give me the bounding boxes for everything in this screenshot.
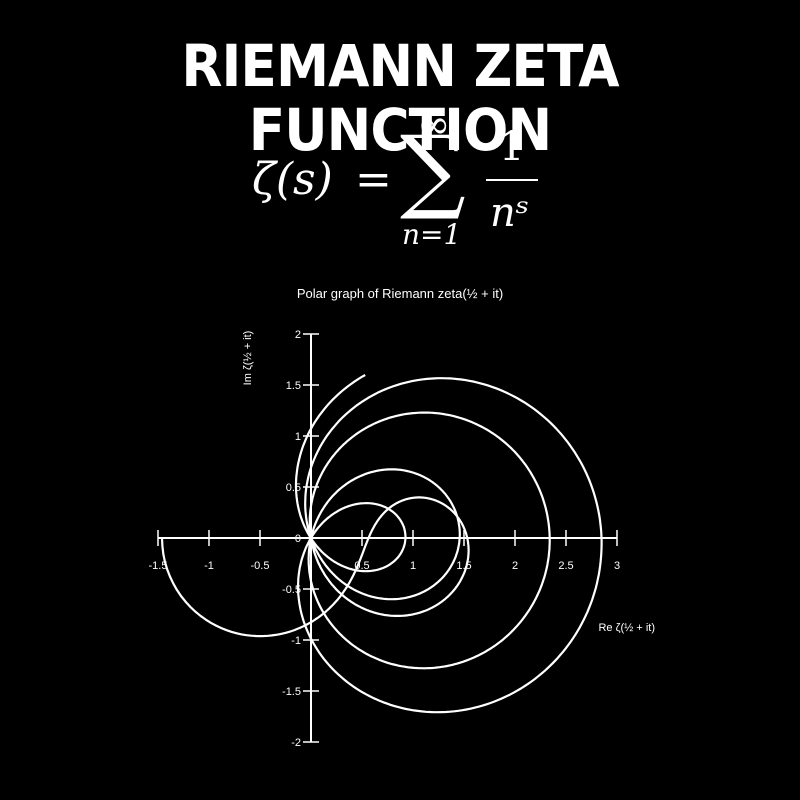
y-tick-label: -1.5: [282, 686, 301, 698]
y-tick-label: 2: [295, 329, 301, 341]
y-tick-label: -0.5: [282, 584, 301, 596]
x-tick-label: 2: [512, 560, 518, 572]
y-tick-label: -2: [291, 737, 301, 749]
x-tick-label: -1.5: [149, 560, 168, 572]
x-tick-label: 1.5: [456, 560, 471, 572]
y-tick-label: -1: [291, 635, 301, 647]
zeta-curve-path: [160, 374, 603, 714]
x-tick-label: 3: [614, 560, 620, 572]
formula-equals: =: [355, 154, 392, 205]
y-tick-label: 0.5: [286, 482, 301, 494]
x-axis-label: Re ζ(½ + it): [598, 622, 655, 634]
formula-numerator: 1: [499, 124, 525, 170]
x-tick-label: 1: [410, 560, 416, 572]
y-axis-label: Im ζ(½ + it): [242, 331, 254, 386]
x-tick-label: -0.5: [251, 560, 270, 572]
y-tick-label: 0: [295, 533, 301, 545]
formula-lower-limit: n=1: [402, 218, 462, 251]
formula-sum-symbol: ∑: [400, 116, 466, 223]
formula-lhs: ζ(s): [252, 154, 333, 205]
page-title: RIEMANN ZETA FUNCTION: [181, 32, 619, 164]
y-tick-label: 1.5: [286, 380, 301, 392]
y-tick-label: 1: [295, 431, 301, 443]
formula-denominator: nˢ: [490, 190, 530, 236]
x-tick-label: -1: [204, 560, 214, 572]
plot-title: Polar graph of Riemann zeta(½ + it): [296, 286, 504, 301]
zeta-curves: [160, 374, 603, 714]
formula-fraction-bar: [486, 179, 538, 181]
x-tick-label: 2.5: [558, 560, 573, 572]
formula-upper-limit: ∞: [417, 102, 451, 148]
zeta-formula: ζ(s) = ∞ ∑ n=1 1 nˢ: [0, 102, 800, 260]
